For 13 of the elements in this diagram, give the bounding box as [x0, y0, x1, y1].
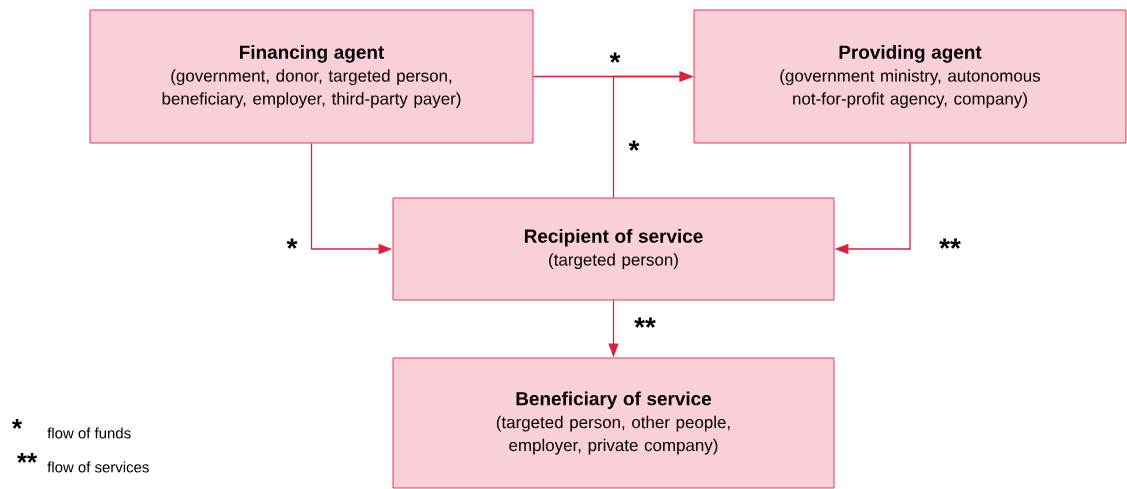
- legend-key: *: [12, 419, 23, 429]
- process-box: Beneficiary of service (targeted person, other people, employer, private company): [392, 357, 835, 489]
- process-box: Providing agent (government ministry, autonomous not-for-profit agency, company): [693, 9, 1127, 144]
- process-box: Recipient of service (targeted person): [392, 197, 835, 301]
- edge-label: *: [628, 140, 640, 151]
- legend-key: **: [17, 453, 38, 463]
- edge-label: **: [634, 317, 656, 328]
- legend-text: flow of services: [47, 461, 149, 473]
- edge-label: **: [939, 238, 961, 249]
- legend-text: flow of funds: [47, 427, 131, 439]
- edge-label: *: [609, 52, 621, 63]
- process-box: Financing agent (government, donor, targeted person, beneficiary, employer, third-party payer): [89, 9, 534, 144]
- edge-label: *: [286, 238, 298, 249]
